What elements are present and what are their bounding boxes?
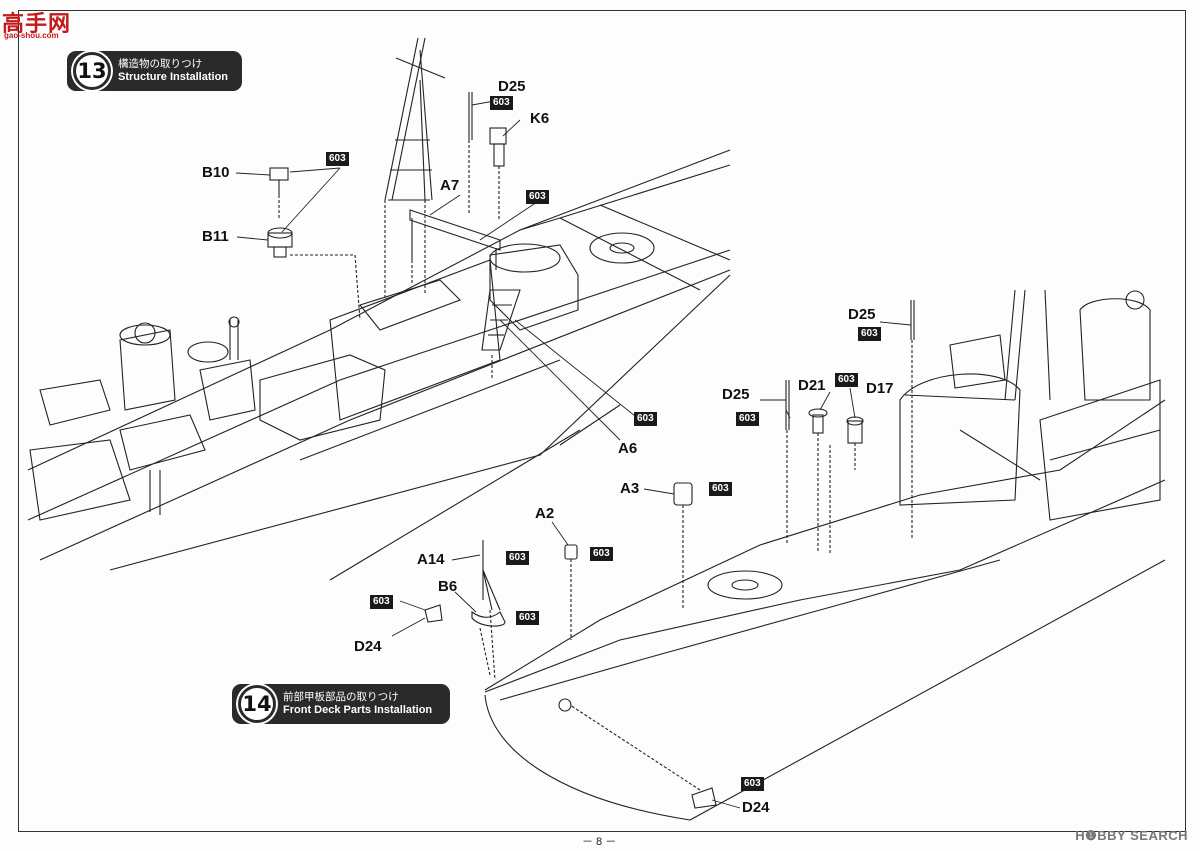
leader-lines-step14	[391, 321, 912, 809]
page-border	[18, 10, 1186, 832]
part-label-a14: A14	[417, 551, 445, 568]
paint-code-a6: 603	[634, 412, 657, 426]
hobby-search-logo: H❶BBY SEARCH	[1075, 828, 1188, 843]
paint-code-b6: 603	[516, 611, 539, 625]
part-label-d25-mid: D25	[722, 386, 750, 403]
part-label-d25-right: D25	[848, 306, 876, 323]
part-label-d21: D21	[798, 377, 826, 394]
paint-code-a3: 603	[709, 482, 732, 496]
a6-part	[481, 289, 521, 380]
step-14-number: 14	[238, 685, 276, 723]
watermark-logo: 高手网	[2, 12, 72, 37]
mast-step13	[384, 37, 446, 300]
part-label-b6: B6	[438, 578, 458, 595]
watermark-logo-sub: gao-shou.com	[4, 31, 59, 40]
part-label-k6: K6	[530, 110, 550, 127]
paint-code-d24-left: 603	[370, 595, 393, 609]
step-13-header: 13 構造物の取りつけ Structure Installation	[67, 51, 242, 91]
part-label-a7: A7	[440, 177, 460, 194]
step-14-header: 14 前部甲板部品の取りつけ Front Deck Parts Installa…	[232, 684, 450, 724]
paint-code-a7: 603	[526, 190, 549, 204]
paint-code-a14: 603	[506, 551, 529, 565]
part-label-d24-bottom: D24	[742, 799, 770, 816]
part-label-b10: B10	[202, 164, 230, 181]
step-14-title-en: Front Deck Parts Installation	[283, 704, 433, 716]
hull-step14	[329, 289, 1166, 821]
paint-code-d25-mid: 603	[736, 412, 759, 426]
part-label-a6: A6	[618, 440, 638, 457]
b10-b11-parts	[267, 167, 361, 321]
part-label-d25-top: D25	[498, 78, 526, 95]
hull-step13	[27, 149, 731, 571]
step-14-title-jp: 前部甲板部品の取りつけ	[283, 691, 399, 703]
paint-code-d25-right: 603	[858, 327, 881, 341]
paint-code-d24-bottom: 603	[741, 777, 764, 791]
part-label-d17: D17	[866, 380, 894, 397]
step-13-title-jp: 構造物の取りつけ	[118, 58, 203, 70]
leader-lines-step13	[235, 99, 641, 441]
paint-code-d21-d17: 603	[835, 373, 858, 387]
paint-code-b10-b11: 603	[326, 152, 349, 166]
part-label-d24-left: D24	[354, 638, 382, 655]
page-number: － 8 －	[582, 836, 617, 848]
paint-code-d25-top: 603	[490, 96, 513, 110]
d25-k6-parts	[468, 92, 507, 220]
part-label-a2: A2	[535, 505, 555, 522]
part-label-b11: B11	[202, 228, 229, 245]
step-13-number: 13	[73, 52, 111, 90]
paint-code-a2: 603	[590, 547, 613, 561]
step-13-title-en: Structure Installation	[118, 71, 229, 83]
a7-part	[409, 209, 501, 285]
part-label-a3: A3	[620, 480, 640, 497]
